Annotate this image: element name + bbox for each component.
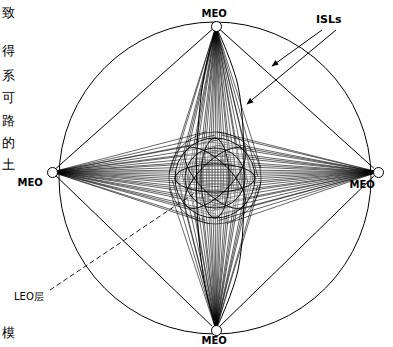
meo-satellite: MEO bbox=[373, 167, 384, 178]
margin-text: 致 bbox=[2, 6, 15, 19]
isl-loop bbox=[197, 32, 217, 324]
margin-text: 土 bbox=[2, 158, 15, 171]
margin-text: 路 bbox=[2, 114, 15, 127]
isl-link bbox=[56, 30, 212, 169]
callout-label: ISLs bbox=[316, 14, 342, 25]
satellite-label: MEO bbox=[18, 178, 43, 188]
isl-link bbox=[220, 176, 374, 326]
satellite-label: MEO bbox=[350, 180, 375, 190]
meo-satellite: MEO bbox=[211, 325, 222, 336]
meo-satellite: MEO bbox=[47, 167, 58, 178]
leader-arrow bbox=[247, 30, 336, 104]
meo-satellite: MEO bbox=[211, 21, 222, 32]
margin-text: 模 bbox=[2, 326, 15, 339]
margin-text: 可 bbox=[2, 91, 15, 104]
margin-text: 得 bbox=[2, 44, 15, 57]
satellite-label: MEO bbox=[202, 336, 227, 346]
margin-text: 的 bbox=[2, 136, 15, 149]
satellite-label: MEO bbox=[202, 9, 227, 19]
leo-layer bbox=[169, 132, 261, 224]
callout-label: LEO层 bbox=[14, 292, 44, 302]
isl-bundle bbox=[52, 26, 378, 330]
isl-link bbox=[218, 31, 244, 325]
margin-text: 系 bbox=[2, 69, 15, 82]
isl-link bbox=[56, 176, 212, 326]
